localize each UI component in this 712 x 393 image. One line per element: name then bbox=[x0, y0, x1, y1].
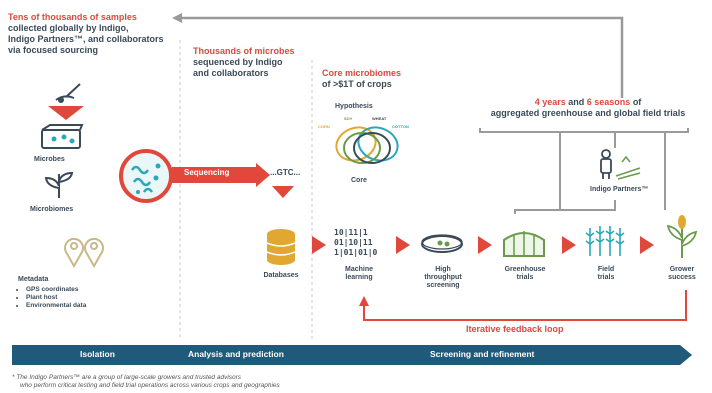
footnote-line-2: who perform critical testing and field t… bbox=[20, 382, 280, 389]
core-note: Core microbiomes of >$1T of crops bbox=[322, 68, 452, 90]
phase-bar bbox=[12, 345, 692, 365]
chevron-right-icon bbox=[478, 236, 492, 254]
binary-digits: 10|11|1 01|10|11 1|01|01|0 bbox=[334, 228, 377, 258]
field-crops-icon bbox=[585, 226, 625, 256]
microbes-line-2: sequenced by Indigo bbox=[193, 57, 283, 67]
step-greenhouse-trials: Greenhouse trials bbox=[504, 266, 546, 281]
down-triangle-icon bbox=[48, 106, 84, 120]
petri-dish-icon bbox=[421, 234, 463, 253]
microbiomes-label: Microbiomes bbox=[30, 206, 74, 213]
location-pins-icon bbox=[64, 237, 104, 268]
binary-row: 01|10|11 bbox=[334, 238, 373, 247]
step-high-throughput-screening: High throughput screening bbox=[424, 266, 462, 289]
partners-label: Indigo Partners™ bbox=[590, 186, 649, 193]
step-grower-success: Grower success bbox=[668, 266, 696, 281]
databases-label: Databases bbox=[263, 272, 299, 279]
microbes-label: Microbes bbox=[34, 156, 65, 163]
sequencing-arrow bbox=[172, 163, 270, 187]
grower-plant-icon bbox=[666, 215, 698, 258]
core-line-2: of >$1T of crops bbox=[322, 79, 392, 89]
microbes-heading: Thousands of microbes bbox=[193, 46, 295, 56]
phase-screening-refinement: Screening and refinement bbox=[430, 349, 535, 359]
microbiome-plant-icon bbox=[44, 171, 74, 198]
metadata-item: Plant host bbox=[26, 294, 86, 302]
chevron-right-icon bbox=[312, 236, 326, 254]
footnote: * The Indigo Partners™ are a group of la… bbox=[12, 374, 280, 390]
farmer-icon bbox=[600, 149, 641, 180]
samples-line-2: collected globally by Indigo, bbox=[8, 23, 129, 33]
metadata-item: GPS coordinates bbox=[26, 286, 86, 294]
venn-crop-wheat: WHEAT bbox=[372, 116, 387, 121]
trials-years: 4 years bbox=[534, 97, 566, 107]
chevron-right-icon bbox=[396, 236, 410, 254]
greenhouse-icon bbox=[503, 231, 545, 257]
trials-note: 4 years and 6 seasons of aggregated gree… bbox=[478, 97, 698, 119]
magnifier-microbes-icon bbox=[119, 149, 173, 203]
step-machine-learning: Machine learning bbox=[344, 266, 373, 281]
metadata-label: Metadata bbox=[18, 276, 49, 283]
venn-diagram bbox=[335, 126, 399, 164]
trials-seasons: 6 seasons bbox=[586, 97, 631, 107]
samples-heading: Tens of thousands of samples bbox=[8, 12, 137, 22]
phase-isolation: Isolation bbox=[80, 349, 115, 359]
venn-core-label: Core bbox=[351, 177, 367, 184]
chevron-right-icon bbox=[562, 236, 576, 254]
core-heading: Core microbiomes bbox=[322, 68, 402, 78]
venn-crop-corn: CORN bbox=[318, 124, 330, 129]
microbes-dish-icon bbox=[41, 124, 84, 149]
phase-analysis-prediction: Analysis and prediction bbox=[188, 349, 284, 359]
venn-hypothesis-label: Hypothesis bbox=[335, 103, 373, 110]
footnote-line-1: * The Indigo Partners™ are a group of la… bbox=[12, 374, 242, 381]
samples-note: Tens of thousands of samples collected g… bbox=[8, 12, 183, 56]
metadata-item: Environmental data bbox=[26, 302, 86, 310]
metadata-list: GPS coordinates Plant host Environmental… bbox=[18, 286, 86, 310]
step-field-trials: Field trials bbox=[597, 266, 615, 281]
binary-row: 10|11|1 bbox=[334, 228, 368, 237]
binary-row: 1|01|01|0 bbox=[334, 248, 378, 257]
sequencing-label: Sequencing bbox=[184, 168, 230, 177]
microbes-line-3: and collaborators bbox=[193, 68, 269, 78]
venn-crop-soy: SOY bbox=[344, 116, 353, 121]
sample-scoop-icon bbox=[55, 83, 81, 103]
trials-of: of bbox=[632, 97, 642, 107]
down-triangle-icon bbox=[272, 186, 294, 198]
samples-line-4: via focused sourcing bbox=[8, 45, 99, 55]
feedback-loop-label: Iterative feedback loop bbox=[466, 324, 564, 334]
samples-line-3: Indigo Partners™, and collaborators bbox=[8, 34, 164, 44]
database-icon bbox=[266, 229, 296, 265]
chevron-right-icon bbox=[640, 236, 654, 254]
venn-crop-cotton: COTTON bbox=[392, 124, 409, 129]
trials-and: and bbox=[568, 97, 585, 107]
trials-line-2: aggregated greenhouse and global field t… bbox=[490, 108, 686, 118]
microbes-note: Thousands of microbes sequenced by Indig… bbox=[193, 46, 323, 79]
gtc-sequence: ...GTC... bbox=[270, 168, 301, 177]
